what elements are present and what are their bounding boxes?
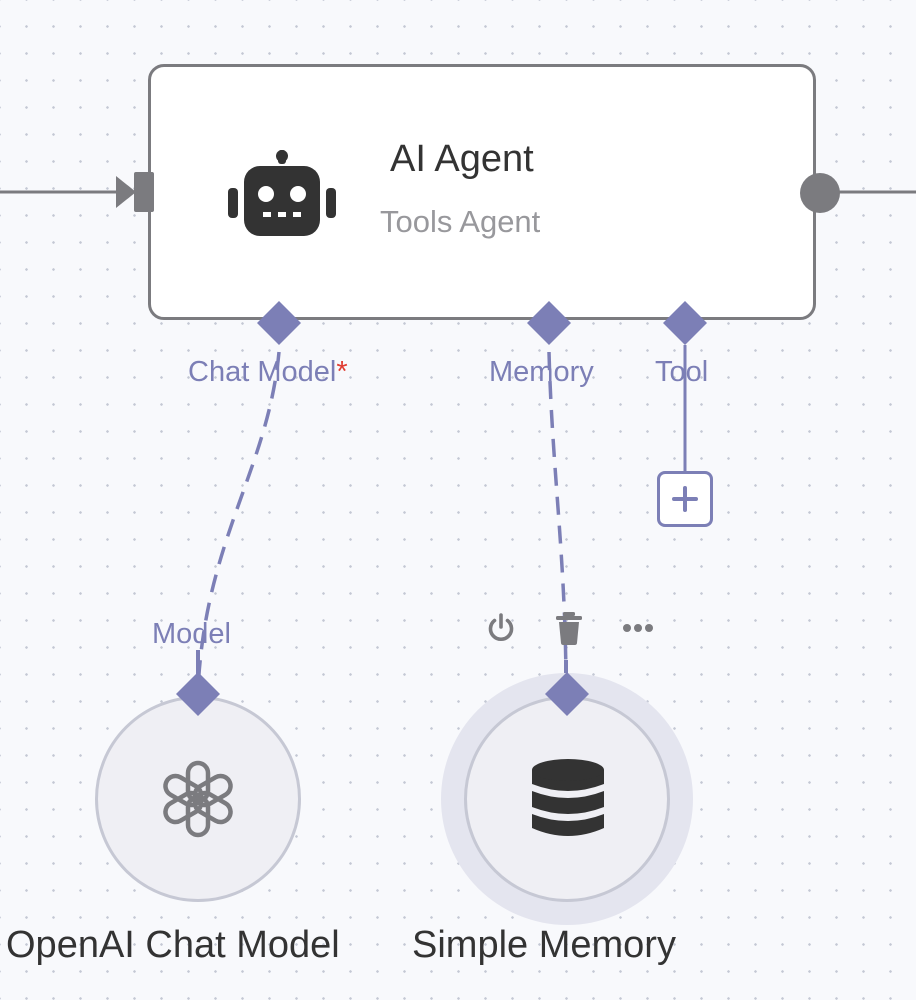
database-icon xyxy=(532,759,604,836)
memory-port-handle[interactable] xyxy=(526,300,572,346)
memory-node-name: Simple Memory xyxy=(412,924,676,966)
plus-icon xyxy=(672,486,698,512)
chat-model-port-label: Chat Model* xyxy=(188,358,348,387)
chat-model-label-text: Chat Model xyxy=(188,356,337,388)
output-handle[interactable] xyxy=(798,171,842,215)
trash-icon xyxy=(556,612,582,645)
memory-input-handle[interactable] xyxy=(544,671,590,717)
add-tool-button[interactable] xyxy=(657,471,713,527)
model-port-stem xyxy=(196,650,200,680)
more-options-button[interactable] xyxy=(618,608,658,648)
robot-icon xyxy=(228,150,336,236)
openai-node-name: OpenAI Chat Model xyxy=(6,924,340,966)
tool-port-label: Tool xyxy=(655,356,709,388)
tool-port-handle[interactable] xyxy=(662,300,708,346)
agent-subtitle: Tools Agent xyxy=(380,204,541,239)
delete-node-button[interactable] xyxy=(549,608,589,648)
memory-connection[interactable] xyxy=(547,351,568,691)
input-handle[interactable] xyxy=(134,172,158,214)
memory-port-label: Memory xyxy=(489,356,594,388)
openai-logo-icon xyxy=(156,760,240,841)
incoming-arrowhead xyxy=(116,176,136,208)
model-output-handle[interactable] xyxy=(175,671,221,717)
memory-port-stem xyxy=(564,660,568,682)
agent-title: AI Agent xyxy=(390,138,534,180)
model-connection[interactable] xyxy=(196,351,281,691)
power-icon xyxy=(488,613,514,642)
required-marker: * xyxy=(336,356,348,388)
chat-model-port-handle[interactable] xyxy=(256,300,302,346)
more-icon xyxy=(623,624,653,632)
toggle-node-button[interactable] xyxy=(481,608,521,648)
model-port-label: Model xyxy=(152,618,231,650)
